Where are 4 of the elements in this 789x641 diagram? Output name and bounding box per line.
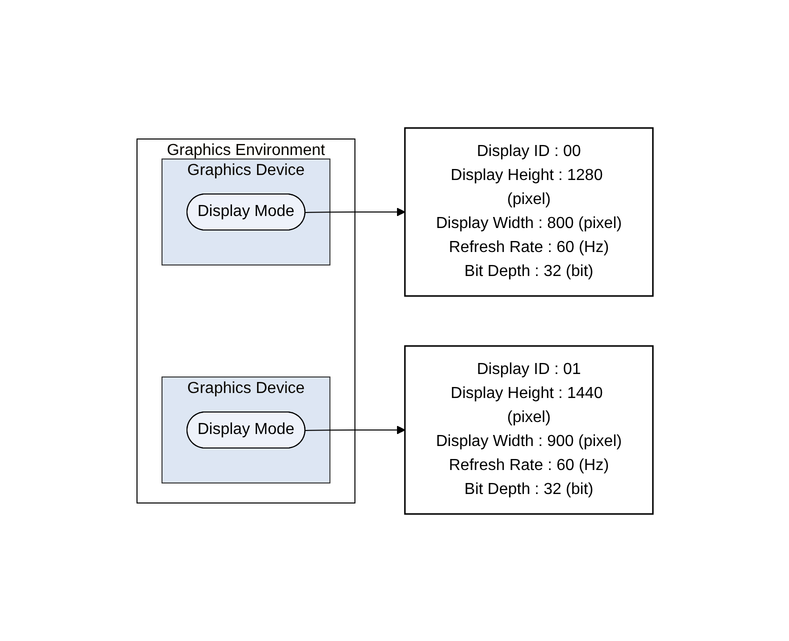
arrow [304, 207, 405, 216]
node-box: Display ID : 00 Display Height : 1280 (pixel) Display Width : 800 (pixel) Refresh Rate : 60 (Hz) Bit Depth : 32 (bit) [404, 126, 654, 296]
node-box: Display ID : 01 Display Height : 1440 (pixel) Display Width : 900 (pixel) Refresh Rate : 60 (Hz) Bit Depth : 32 (bit) [404, 344, 654, 514]
arrow [304, 425, 405, 434]
